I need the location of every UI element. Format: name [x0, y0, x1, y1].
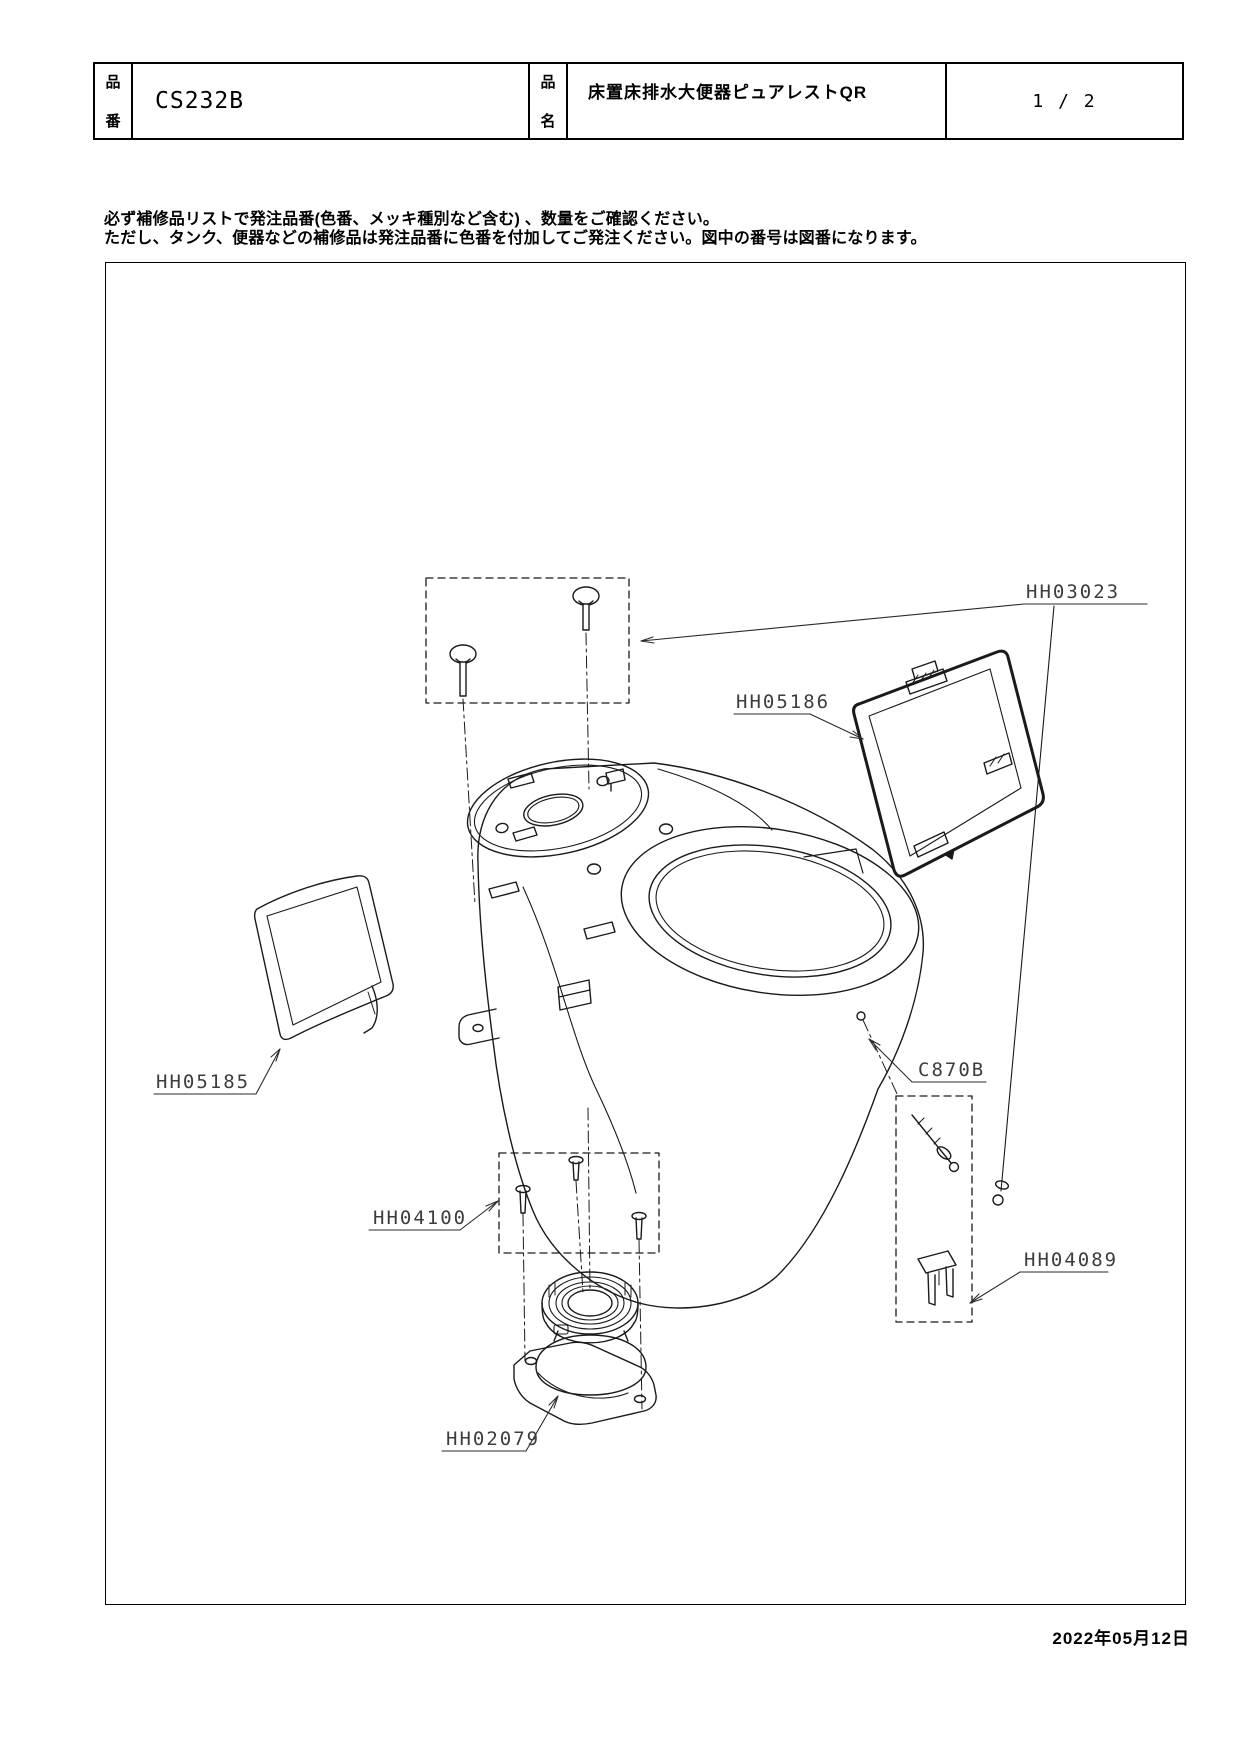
drain-socket-flange — [513, 1271, 657, 1426]
part-label-hh05186: HH05186 — [736, 691, 831, 713]
page-number-text: 1 / 2 — [1032, 90, 1097, 112]
bolt-cap-kit-group — [425, 577, 630, 905]
part-number-label: 品 番 — [95, 64, 133, 138]
part-label-hh03023: HH03023 — [1026, 581, 1121, 603]
rear-access-panel — [852, 649, 1045, 878]
part-number-value: CS232B — [133, 64, 530, 138]
leader-lines — [153, 603, 1148, 1452]
exploded-parts-diagram: HH03023 HH05186 HH05185 C870B HH04100 HH… — [105, 262, 1186, 1605]
part-number-label-top: 品 — [105, 74, 121, 91]
screw-kit-group — [498, 1107, 660, 1410]
part-label-c870b: C870B — [918, 1059, 986, 1081]
toilet-bowl-body — [458, 758, 925, 1309]
revision-date: 2022年05月12日 — [1052, 1629, 1190, 1648]
product-name-label: 品 名 — [530, 64, 568, 138]
product-name-label-top: 品 — [540, 74, 556, 91]
part-label-hh05185: HH05185 — [156, 1071, 251, 1093]
diagram-line-art — [153, 577, 1148, 1452]
floor-bolt-kit-group — [895, 1095, 973, 1323]
title-block-table: 品 番 CS232B 品 名 床置床排水大便器ピュアレストQR 1 / 2 — [93, 62, 1184, 140]
product-name-value: 床置床排水大便器ピュアレストQR — [568, 64, 947, 138]
product-name-text: 床置床排水大便器ピュアレストQR — [588, 82, 868, 102]
order-instructions: 必ず補修品リストで発注品番(色番、メッキ種別など含む) 、数量をご確認ください。… — [104, 210, 927, 248]
product-name-label-bottom: 名 — [540, 113, 556, 130]
left-access-panel — [253, 875, 394, 1041]
instruction-line-1: 必ず補修品リストで発注品番(色番、メッキ種別など含む) 、数量をご確認ください。 — [104, 211, 720, 228]
part-label-hh04089: HH04089 — [1024, 1249, 1119, 1271]
instruction-line-2: ただし、タンク、便器などの補修品は発注品番に色番を付加してご発注ください。図中の… — [104, 230, 927, 247]
part-label-hh04100: HH04100 — [373, 1207, 468, 1229]
long-bolt-axis — [992, 605, 1055, 1206]
part-label-hh02079: HH02079 — [446, 1428, 541, 1450]
part-number-text: CS232B — [155, 88, 245, 114]
page-indicator: 1 / 2 — [947, 64, 1182, 138]
part-number-label-bottom: 番 — [105, 113, 121, 130]
